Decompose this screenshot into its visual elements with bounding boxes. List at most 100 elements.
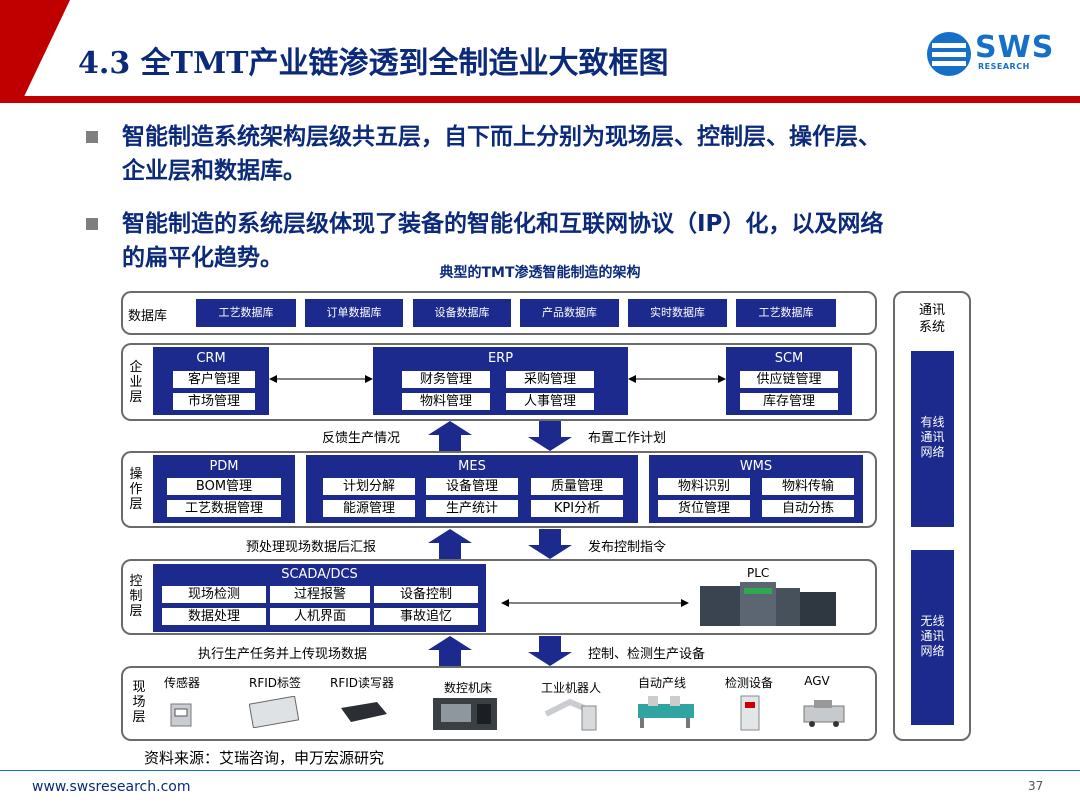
wms-item: 货位管理 [658,500,750,517]
sensor-icon [170,703,192,727]
scada-item: 现场检测 [162,586,266,603]
footer-url[interactable]: www.swsresearch.com [32,779,191,795]
header-red-corner [0,0,70,103]
industrial-robot-icon [544,698,597,731]
device-label: 传感器 [163,676,200,690]
device-label: RFID标签 [248,676,302,690]
bullet-square-icon [86,218,98,230]
operation-label: 操作层 [129,467,143,512]
up-arrow-icon [428,421,472,435]
diagram-title: 典型的TMT渗透智能制造的架构 [439,265,641,281]
rfid-reader-icon [341,702,387,722]
wireless-network-block: 无线通讯网络 [911,550,954,725]
device-label: RFID读写器 [330,676,395,690]
bullet-1-line1: 智能制造系统架构层级共五层，自下而上分别为现场层、控制层、操作层、 [122,124,881,150]
source-note: 资料来源：艾瑞咨询，申万宏源研究 [144,749,385,767]
agv-icon [803,700,845,727]
down-arrow-icon [528,652,572,666]
enterprise-label: 企业层 [129,360,143,405]
double-arrow-icon [501,599,689,607]
down-arrow-stem [539,529,561,545]
bullet-2: 智能制造的系统层级体现了装备的智能化和互联网协议（IP）化，以及网络 的扁平化趋… [122,207,883,275]
scada-item: 人机界面 [270,608,370,625]
scada-block: SCADA/DCS 现场检测 过程报警 设备控制 数据处理 人机界面 事故追忆 [153,564,486,632]
down-arrow-stem [539,636,561,652]
auto-line-icon [638,696,694,728]
crm-item: 客户管理 [173,371,255,388]
down-arrow-stem [539,421,561,437]
erp-item: 采购管理 [506,371,594,388]
erp-item: 财务管理 [402,371,490,388]
comm-system-label: 通讯系统 [918,303,945,335]
cnc-machine-icon [433,698,497,730]
mes-item: KPI分析 [531,500,623,517]
database-label: 数据库 [128,309,168,324]
pdm-item: BOM管理 [167,478,281,495]
scada-title: SCADA/DCS [281,567,358,582]
footer-line [0,770,1080,771]
bullet-2-line2: 的扁平化趋势。 [122,245,283,271]
erp-title: ERP [487,351,514,366]
wms-item: 自动分拣 [762,500,854,517]
rfid-tag-icon [249,696,299,728]
plc-label: PLC [747,566,770,580]
sws-logo-icon [927,32,971,76]
wired-network-block: 有线通讯网络 [911,351,954,527]
wms-block: WMS 物料识别 物料传输 货位管理 自动分拣 [649,455,863,523]
device-label: AGV [804,674,830,688]
page-number: 37 [1028,779,1044,793]
double-arrow-icon [628,375,726,383]
arrow-note-left: 反馈生产情况 [322,431,401,446]
arrow-note-left: 预处理现场数据后汇报 [246,540,377,555]
scada-item: 过程报警 [270,586,370,603]
bullet-2-line1: 智能制造的系统层级体现了装备的智能化和互联网协议（IP）化，以及网络 [122,211,884,237]
scada-item: 数据处理 [162,608,266,625]
device-label: 自动产线 [637,676,686,690]
erp-item: 物料管理 [402,393,490,410]
scm-item: 库存管理 [740,393,838,410]
mes-block: MES 计划分解 设备管理 质量管理 能源管理 生产统计 KPI分析 [306,455,638,523]
scada-item: 设备控制 [374,586,478,603]
erp-block: ERP 财务管理 采购管理 物料管理 人事管理 [373,347,628,415]
bullet-1: 智能制造系统架构层级共五层，自下而上分别为现场层、控制层、操作层、 企业层和数据… [122,120,881,188]
db-item: 设备数据库 [413,299,511,327]
erp-item: 人事管理 [506,393,594,410]
pdm-block: PDM BOM管理 工艺数据管理 [153,455,295,523]
pdm-item: 工艺数据管理 [167,500,281,517]
down-arrow-icon [528,437,572,451]
db-item: 订单数据库 [305,299,403,327]
mes-title: MES [458,459,486,474]
plc-device-icon [700,582,836,626]
scm-title: SCM [774,351,804,366]
header-red-line [0,96,1080,103]
wms-title: WMS [739,459,773,474]
crm-title: CRM [196,351,226,366]
scada-item: 事故追忆 [374,608,478,625]
up-arrow-stem [439,543,461,559]
arrow-note-right: 发布控制指令 [588,540,667,555]
crm-item: 市场管理 [173,393,255,410]
scm-block: SCM 供应链管理 库存管理 [726,347,852,415]
device-label: 工业机器人 [540,681,601,695]
bullet-square-icon [86,131,98,143]
bullet-1-line2: 企业层和数据库。 [122,158,306,184]
db-item: 实时数据库 [628,299,727,327]
logo-subtext: RESEARCH [978,62,1030,71]
double-arrow-icon [269,375,373,383]
field-label: 现场层 [132,680,146,725]
up-arrow-stem [439,435,461,451]
mes-item: 能源管理 [323,500,415,517]
mes-item: 质量管理 [531,478,623,495]
arrow-note-left: 执行生产任务并上传现场数据 [198,647,368,662]
db-item: 工艺数据库 [196,299,296,327]
mes-item: 设备管理 [426,478,518,495]
db-item: 产品数据库 [520,299,619,327]
page-title: 4.3 全TMT产业链渗透到全制造业大致框图 [78,46,669,81]
device-label: 检测设备 [724,676,773,690]
crm-block: CRM 客户管理 市场管理 [153,347,269,415]
mes-item: 生产统计 [426,500,518,517]
wms-item: 物料识别 [658,478,750,495]
down-arrow-icon [528,545,572,559]
arrow-note-right: 控制、检测生产设备 [588,647,706,662]
mes-item: 计划分解 [323,478,415,495]
